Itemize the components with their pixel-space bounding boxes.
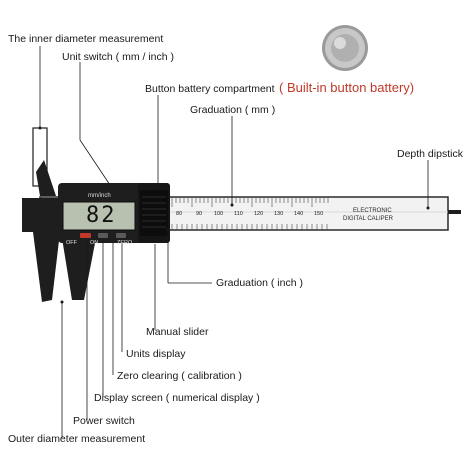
scale-number: 120: [254, 211, 264, 217]
scale-number: 150: [314, 211, 324, 217]
fixed-outer-jaw: [22, 198, 60, 302]
inner-diameter-label: The inner diameter measurement: [8, 33, 164, 45]
outer-diameter-label: Outer diameter measurement: [8, 433, 146, 445]
inner-jaw-icon: [32, 127, 56, 196]
unit-switch-label: Unit switch ( mm / inch ): [62, 51, 175, 63]
lcd-screen: [62, 201, 136, 231]
leader-lines: [39, 46, 429, 438]
lcd-reading: 82: [86, 203, 117, 228]
zero-button[interactable]: [116, 233, 126, 238]
display-screen-label: Display screen ( numerical display ): [94, 392, 260, 404]
graduation-inch-label: Graduation ( inch ): [216, 277, 303, 289]
leader-dots: [38, 126, 430, 304]
units-display-label: Units display: [126, 348, 186, 360]
button-battery-icon: [322, 25, 368, 71]
scale-number: 80: [176, 211, 183, 217]
zero-button-label: ZERO: [117, 240, 133, 246]
scale-number: 130: [274, 211, 284, 217]
off-button-label: OFF: [66, 240, 77, 246]
power-button[interactable]: [80, 233, 91, 238]
lcd-unit-label: mm/inch: [88, 193, 111, 199]
scale-ticks: [171, 197, 329, 230]
unit-switch-button[interactable]: [98, 233, 108, 238]
zero-clearing-label: Zero clearing ( calibration ): [117, 370, 242, 382]
depth-dipstick-rod: [448, 210, 461, 214]
manual-slider-label: Manual slider: [146, 326, 209, 338]
scale-number: 100: [214, 211, 224, 217]
power-switch-label: Power switch: [73, 415, 135, 427]
movable-outer-jaw: [62, 238, 96, 300]
beam-label-digital-caliper: DIGITAL CALIPER: [343, 216, 394, 222]
built-in-battery-label: ( Built-in button battery): [279, 80, 415, 95]
battery-compartment-label: Button battery compartment: [145, 83, 275, 95]
depth-dipstick-label: Depth dipstick: [397, 148, 463, 160]
graduation-mm-label: Graduation ( mm ): [190, 104, 276, 116]
on-button-label: ON: [90, 240, 99, 246]
scale-number: 90: [196, 211, 203, 217]
scale-number: 110: [234, 211, 243, 217]
scale-number: 140: [294, 211, 304, 217]
beam-label-electronic: ELECTRONIC: [353, 208, 392, 214]
